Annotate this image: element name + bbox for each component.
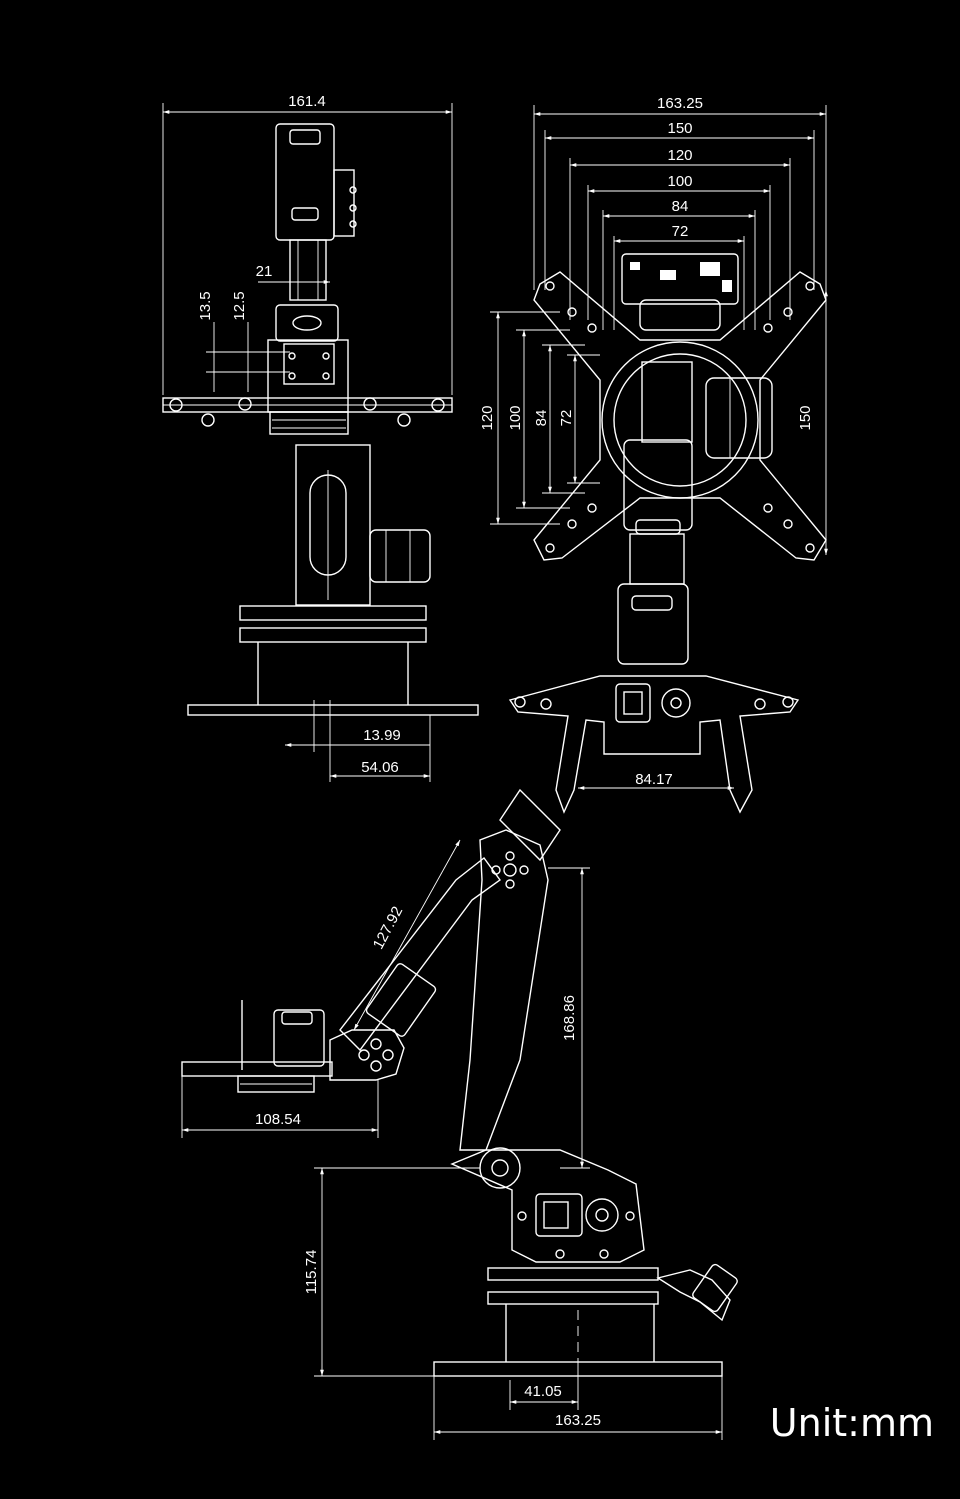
dim-top-w3: 120: [667, 147, 692, 164]
dim-front-small: 21: [256, 263, 273, 280]
dim-top-w6: 72: [672, 223, 689, 240]
dim-top-w2: 150: [667, 120, 692, 137]
top-view: [490, 105, 828, 814]
dim-front-v2: 12.5: [231, 291, 248, 320]
side-view: [181, 788, 738, 1440]
dim-top-h1: 120: [479, 405, 496, 430]
dim-side-base-offset: 41.05: [524, 1383, 562, 1400]
dim-top-w1: 163.25: [657, 95, 703, 112]
dim-side-reach: 108.54: [255, 1111, 301, 1128]
dim-top-h2: 100: [507, 405, 524, 430]
unit-label: Unit:mm: [769, 1401, 934, 1445]
dim-side-arm: 127.92: [370, 904, 407, 953]
dim-top-h3: 84: [533, 410, 550, 427]
dim-top-h-right: 150: [797, 405, 814, 430]
front-view: [162, 103, 479, 782]
dim-top-h4: 72: [558, 410, 575, 427]
dim-gripper-width: 84.17: [635, 771, 673, 788]
dim-side-height: 168.86: [561, 995, 578, 1041]
dim-front-v1: 13.5: [197, 291, 214, 320]
dim-front-base1: 13.99: [363, 727, 401, 744]
dim-front-base2: 54.06: [361, 759, 399, 776]
dim-side-base-width: 163.25: [555, 1412, 601, 1429]
dim-top-w4: 100: [667, 173, 692, 190]
dim-front-width: 161.4: [288, 93, 326, 110]
dim-side-base-height: 115.74: [303, 1250, 320, 1295]
dim-top-w5: 84: [672, 198, 689, 215]
